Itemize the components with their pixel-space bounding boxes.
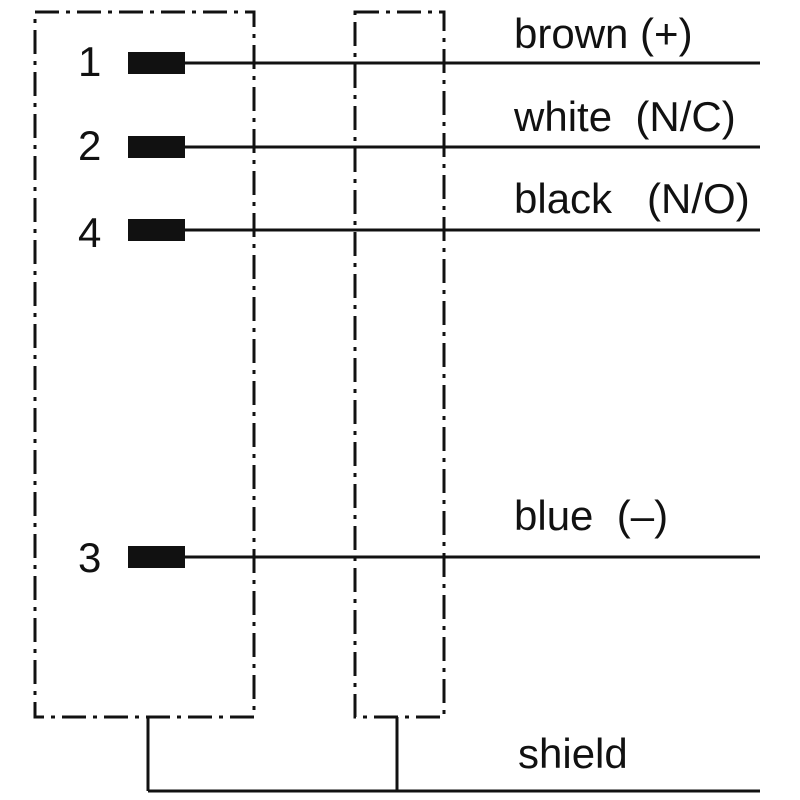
shield-connection: shield xyxy=(146,717,760,793)
pin-1-contact xyxy=(128,52,185,74)
pin-3-wire-label: blue (–) xyxy=(514,492,668,539)
pin-4-wire-label: black (N/O) xyxy=(514,175,750,222)
pin-1-row: 1 brown (+) xyxy=(78,10,760,85)
pin-2-contact xyxy=(128,136,185,158)
pin-3-number: 3 xyxy=(78,534,101,581)
pin-4-contact xyxy=(128,219,185,241)
connector-housing-outline xyxy=(33,10,256,719)
pin-2-number: 2 xyxy=(78,122,101,169)
cable-jacket-outline xyxy=(353,10,446,719)
pin-2-row: 2 white (N/C) xyxy=(78,93,760,169)
pin-2-wire-label: white (N/C) xyxy=(513,93,736,140)
pin-4-row: 4 black (N/O) xyxy=(78,175,760,256)
pin-3-contact xyxy=(128,546,185,568)
shield-label: shield xyxy=(518,730,628,777)
pin-4-number: 4 xyxy=(78,209,101,256)
pin-1-wire-label: brown (+) xyxy=(514,10,693,57)
pin-3-row: 3 blue (–) xyxy=(78,492,760,581)
pin-1-number: 1 xyxy=(78,38,101,85)
